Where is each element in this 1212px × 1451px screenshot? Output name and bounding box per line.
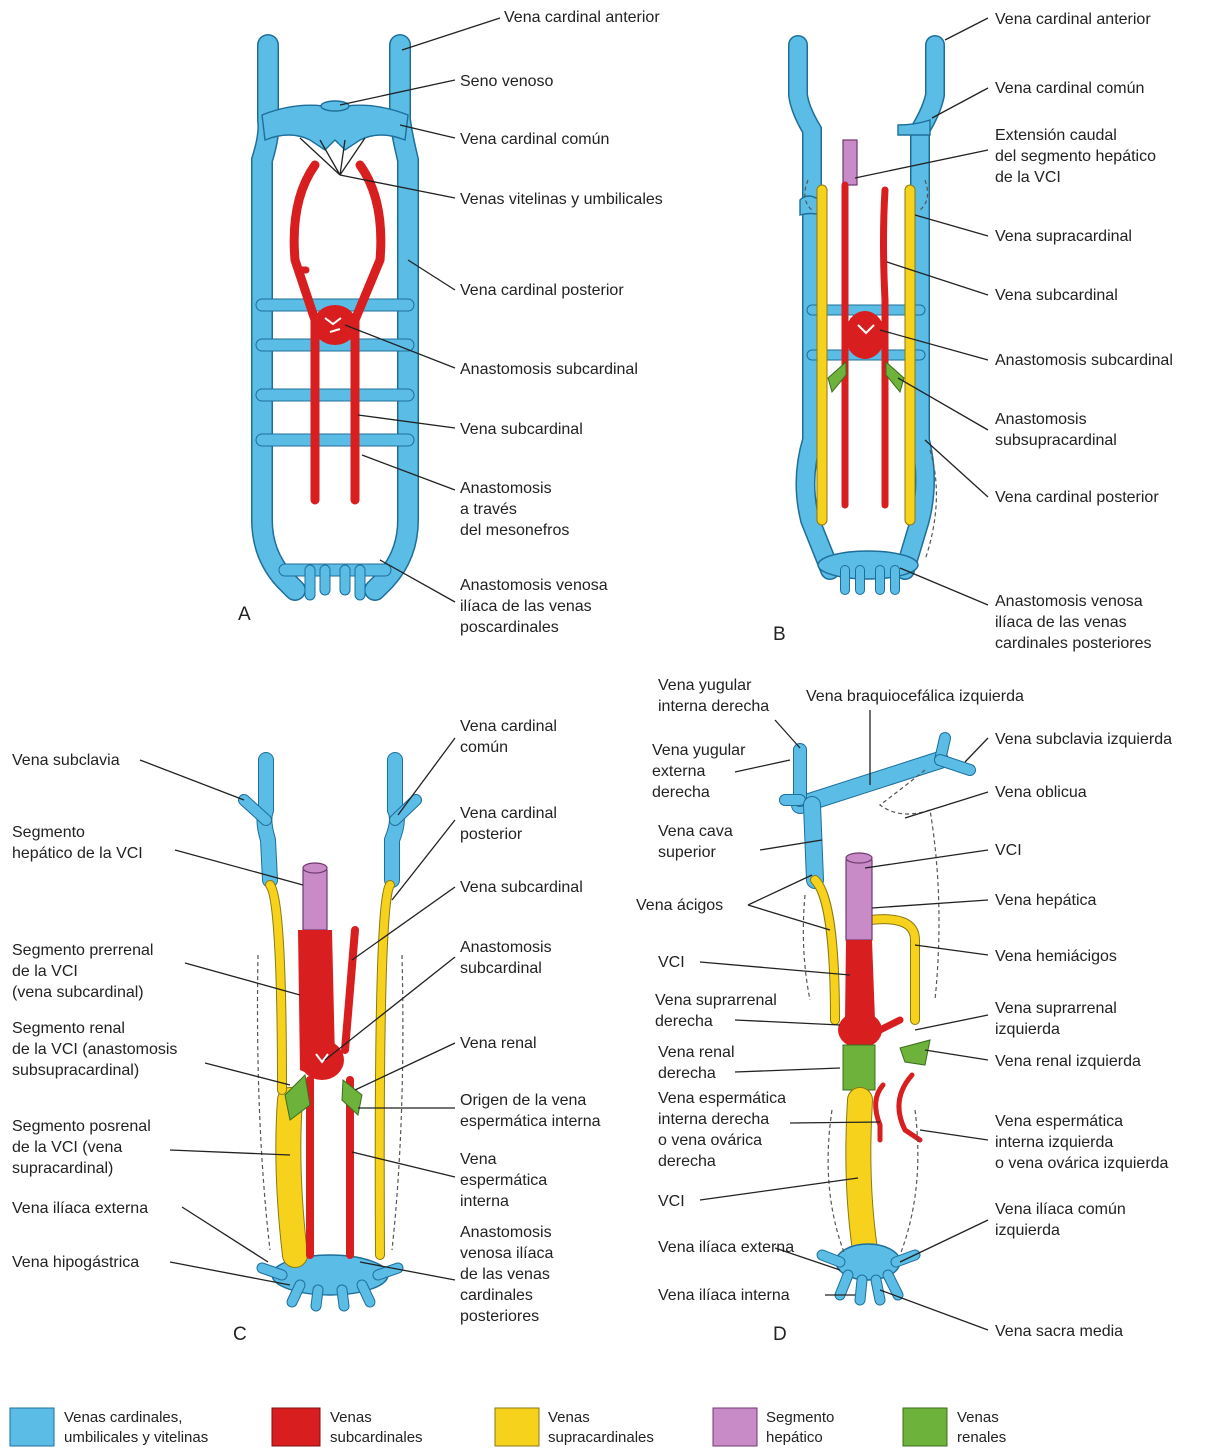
panel-letter-a: A xyxy=(238,604,251,625)
label-d-vena-renal-izquierda: Vena renal izquierda xyxy=(995,1053,1141,1070)
label-c-vena-espermatica-interna: Vena espermática interna xyxy=(460,1151,552,1210)
svg-text:Venas renales: Venas renales xyxy=(957,1409,1006,1446)
label-c-vena-iliaca-externa: Vena ilíaca externa xyxy=(12,1200,148,1217)
label-d-vena-iliaca-interna: Vena ilíaca interna xyxy=(658,1287,790,1304)
legend-label-renales-2: renales xyxy=(957,1429,1006,1446)
label-d-vena-sacra-media: Vena sacra media xyxy=(995,1323,1123,1340)
svg-text:Venas subcardinales: Venas subcardinales xyxy=(330,1409,423,1446)
svg-text:Segmento hepático: Segmento hepático xyxy=(766,1409,839,1446)
label-a-anastomosis-subcardinal: Anastomosis subcardinal xyxy=(460,361,638,378)
legend: Venas cardinales, umbilicales y vitelina… xyxy=(10,1408,1006,1446)
label-c-vena-hipogastrica: Vena hipogástrica xyxy=(12,1254,139,1271)
label-a-vena-cardinal-anterior: Vena cardinal anterior xyxy=(504,9,660,26)
label-d-vena-renal-derecha: Vena renal derecha xyxy=(658,1044,739,1082)
label-b-vena-cardinal-posterior: Vena cardinal posterior xyxy=(995,489,1159,506)
label-a-anastomosis-mesonefros: Anastomosis a través del mesonefros xyxy=(460,480,569,539)
label-a-venas-vitelinas-umbilicales: Venas vitelinas y umbilicales xyxy=(460,191,663,208)
legend-label-cardinales-1: Venas cardinales, xyxy=(64,1409,182,1426)
label-c-anastomosis-venosa-iliaca: Anastomosis venosa ilíaca de las venas c… xyxy=(460,1224,558,1325)
legend-swatch-green xyxy=(903,1408,947,1446)
svg-text:Venas cardinales, umbi: Venas cardinales, umbilicales y vitelina… xyxy=(64,1409,208,1446)
label-d-vena-acigos: Vena ácigos xyxy=(636,897,723,914)
svg-text:Venas supracardinales: Venas supracardinales xyxy=(548,1409,654,1446)
legend-swatch-blue xyxy=(10,1408,54,1446)
label-c-segmento-posrenal: Segmento posrenal de la VCI (vena suprac… xyxy=(12,1118,155,1177)
label-b-vena-subcardinal: Vena subcardinal xyxy=(995,287,1118,304)
legend-label-subcardinales-1: Venas xyxy=(330,1409,372,1426)
label-b-anastomosis-subcardinal: Anastomosis subcardinal xyxy=(995,352,1173,369)
legend-label-hepatico-1: Segmento xyxy=(766,1409,834,1426)
label-a-vena-cardinal-posterior: Vena cardinal posterior xyxy=(460,282,624,299)
label-c-vena-cardinal-posterior: Vena cardinal posterior xyxy=(460,805,561,843)
label-d-vena-espermatica-izquierda: Vena espermática interna izquierda o ven… xyxy=(995,1113,1169,1172)
label-c-vena-cardinal-comun: Vena cardinal común xyxy=(460,718,561,756)
panel-c-diagram xyxy=(244,760,416,1306)
legend-label-supracardinales-1: Venas xyxy=(548,1409,590,1426)
label-c-vena-renal: Vena renal xyxy=(460,1035,537,1052)
legend-swatch-yellow xyxy=(495,1408,539,1446)
legend-label-hepatico-2: hepático xyxy=(766,1429,823,1446)
legend-item-renales: Venas renales xyxy=(903,1408,1006,1446)
label-c-anastomosis-subcardinal: Anastomosis subcardinal xyxy=(460,939,556,977)
label-d-vena-iliaca-externa: Vena ilíaca externa xyxy=(658,1239,794,1256)
legend-label-subcardinales-2: subcardinales xyxy=(330,1429,423,1446)
panel-letter-b: B xyxy=(773,624,786,645)
label-d-vena-subclavia-izquierda: Vena subclavia izquierda xyxy=(995,731,1172,748)
label-c-origen-vena-espermatica: Origen de la vena espermática interna xyxy=(460,1092,601,1130)
legend-item-cardinales: Venas cardinales, umbilicales y vitelina… xyxy=(10,1408,208,1446)
label-d-vena-hepatica: Vena hepática xyxy=(995,892,1097,909)
legend-label-renales-1: Venas xyxy=(957,1409,999,1426)
legend-label-cardinales-2: umbilicales y vitelinas xyxy=(64,1429,208,1446)
legend-swatch-red xyxy=(272,1408,320,1446)
panel-a-diagram xyxy=(262,45,408,595)
label-c-segmento-hepatico: Segmento hepático de la VCI xyxy=(12,824,143,862)
label-b-anastomosis-subsupracardinal: Anastomosis subsupracardinal xyxy=(995,411,1117,449)
label-d-vena-suprarrenal-derecha: Vena suprarrenal derecha xyxy=(655,992,781,1030)
label-a-anastomosis-venosa-iliaca: Anastomosis venosa ilíaca de las venas p… xyxy=(460,577,612,636)
label-b-vena-supracardinal: Vena supracardinal xyxy=(995,228,1132,245)
panel-b-diagram xyxy=(798,45,936,590)
label-d-vci-upper: VCI xyxy=(658,954,685,971)
label-d-vena-yugular-interna-derecha: Vena yugular interna derecha xyxy=(658,677,769,715)
label-c-vena-subcardinal: Vena subcardinal xyxy=(460,879,583,896)
label-d-vena-oblicua: Vena oblicua xyxy=(995,784,1087,801)
panel-d-diagram xyxy=(785,738,970,1300)
legend-item-hepatico: Segmento hepático xyxy=(713,1408,839,1446)
panel-letter-d: D xyxy=(773,1324,787,1345)
label-d-vena-cava-superior: Vena cava superior xyxy=(658,823,737,861)
label-d-vena-suprarrenal-izquierda: Vena suprarrenal izquierda xyxy=(995,1000,1121,1038)
label-b-extension-caudal: Extensión caudal del segmento hepático d… xyxy=(995,127,1160,186)
label-b-vena-cardinal-anterior: Vena cardinal anterior xyxy=(995,11,1151,28)
label-b-vena-cardinal-comun: Vena cardinal común xyxy=(995,80,1144,97)
legend-label-supracardinales-2: supracardinales xyxy=(548,1429,654,1446)
label-d-vena-espermatica-derecha: Vena espermática interna derecha o vena … xyxy=(658,1090,791,1170)
label-c-vena-subclavia: Vena subclavia xyxy=(12,752,120,769)
legend-item-supracardinales: Venas supracardinales xyxy=(495,1408,654,1446)
label-d-vena-iliaca-comun-izquierda: Vena ilíaca común izquierda xyxy=(995,1201,1130,1239)
label-a-vena-subcardinal: Vena subcardinal xyxy=(460,421,583,438)
labels-panel-a: Vena cardinal anterior Seno venoso Vena … xyxy=(460,9,663,636)
labels-panel-b: Vena cardinal anterior Vena cardinal com… xyxy=(995,11,1173,652)
panel-letter-c: C xyxy=(233,1324,247,1345)
label-b-anastomosis-venosa-iliaca: Anastomosis venosa ilíaca de las venas c… xyxy=(995,593,1152,652)
label-c-segmento-renal: Segmento renal de la VCI (anastomosis su… xyxy=(12,1020,182,1079)
label-d-vena-braquiocefalica-izquierda: Vena braquiocefálica izquierda xyxy=(806,688,1024,705)
label-d-vci-lower: VCI xyxy=(658,1193,685,1210)
label-a-vena-cardinal-comun: Vena cardinal común xyxy=(460,131,609,148)
label-d-vena-hemiacigos: Vena hemiácigos xyxy=(995,948,1117,965)
legend-swatch-purple xyxy=(713,1408,757,1446)
label-a-seno-venoso: Seno venoso xyxy=(460,73,554,90)
legend-item-subcardinales: Venas subcardinales xyxy=(272,1408,423,1446)
label-d-vci-right: VCI xyxy=(995,842,1022,859)
label-c-segmento-prerrenal: Segmento prerrenal de la VCI (vena subca… xyxy=(12,942,158,1001)
